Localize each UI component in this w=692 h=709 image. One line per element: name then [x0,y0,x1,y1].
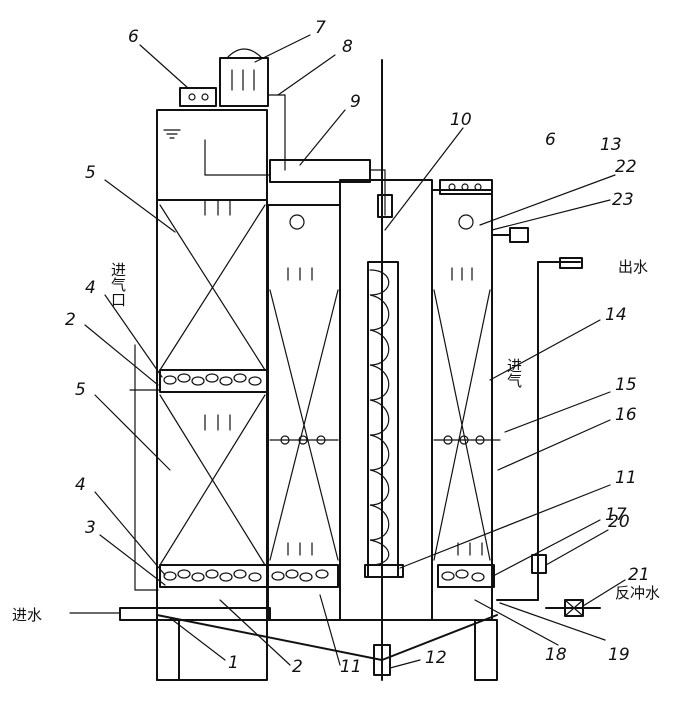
label-21: 21 [628,565,650,585]
central-column [339,59,433,681]
right-tank [431,189,501,681]
inlet-piping [69,344,271,621]
leader-lines [84,34,626,669]
label-4b: 4 [75,475,86,495]
valve-21 [564,599,584,617]
label-10: 10 [450,110,472,130]
label-5: 5 [85,163,96,183]
middle-tank [267,204,341,621]
air-inlet-right-label: 进气 [505,358,523,388]
label-8: 8 [342,37,353,57]
label-14: 14 [605,305,627,325]
label-22: 22 [615,157,637,177]
text-annotations: 进水 出水 反冲水 进气口 进气 [12,258,660,624]
label-16: 16 [615,405,637,425]
air-inlet-left-label: 进气口 [109,262,127,307]
label-7: 7 [315,18,326,38]
label-20: 20 [608,512,630,532]
label-23: 23 [612,190,634,210]
label-6b: 6 [545,130,556,150]
left-tank [156,109,269,681]
number-labels: 6 7 8 9 10 6 13 22 23 5 4 2 5 4 3 1 2 11… [65,18,650,677]
label-11b: 11 [615,468,637,488]
heat-exchanger [269,159,371,183]
inlet-water-label: 进水 [12,606,42,624]
label-1: 1 [228,653,239,673]
label-4: 4 [85,278,96,298]
top-equipment [179,48,393,218]
label-12: 12 [425,648,447,668]
label-17: 17 [605,505,627,525]
valve-20 [531,554,547,574]
drain-valve [373,644,391,676]
label-2b: 2 [292,657,303,677]
piping-right [439,179,601,617]
label-15: 15 [615,375,637,395]
label-9: 9 [350,92,361,112]
backwash-water-label: 反冲水 [615,584,660,602]
outlet-water-label: 出水 [618,258,648,276]
label-2: 2 [65,310,76,330]
label-6: 6 [128,27,139,47]
label-13: 13 [600,135,622,155]
label-11: 11 [340,657,362,677]
label-5b: 5 [75,380,86,400]
label-18: 18 [545,645,567,665]
label-3: 3 [85,518,96,538]
label-19: 19 [608,645,630,665]
